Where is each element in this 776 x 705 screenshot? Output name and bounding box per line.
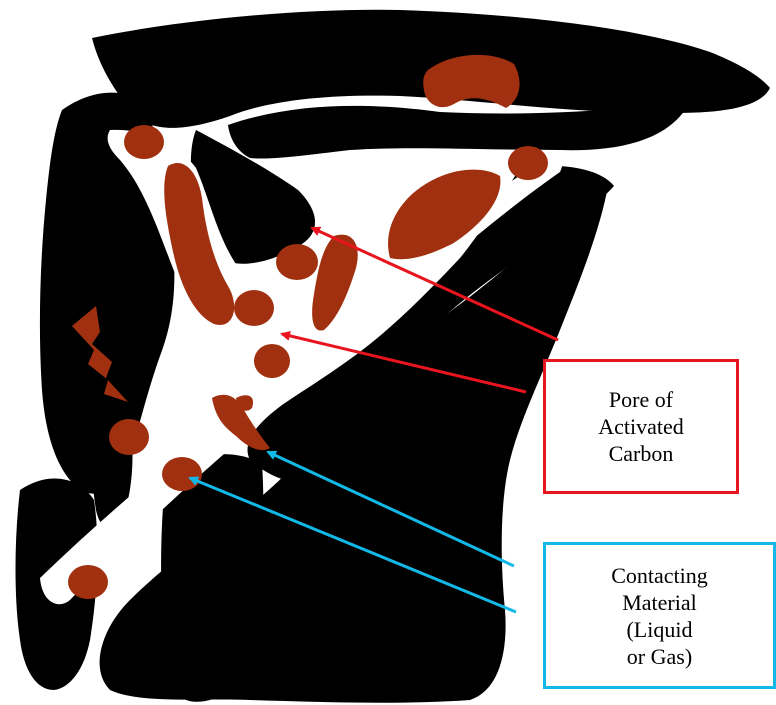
contacting-material-label-box: Contacting Material (Liquid or Gas) — [543, 542, 776, 689]
particle — [162, 457, 202, 491]
particle — [508, 146, 548, 180]
particle — [109, 419, 149, 455]
pore-label: Pore of Activated Carbon — [598, 386, 684, 467]
particle — [254, 344, 290, 378]
particle — [234, 290, 274, 326]
particle — [276, 244, 318, 280]
contacting-material-label: Contacting Material (Liquid or Gas) — [611, 562, 708, 670]
pore-label-box: Pore of Activated Carbon — [543, 359, 739, 494]
particle — [124, 125, 164, 159]
particle — [68, 565, 108, 599]
